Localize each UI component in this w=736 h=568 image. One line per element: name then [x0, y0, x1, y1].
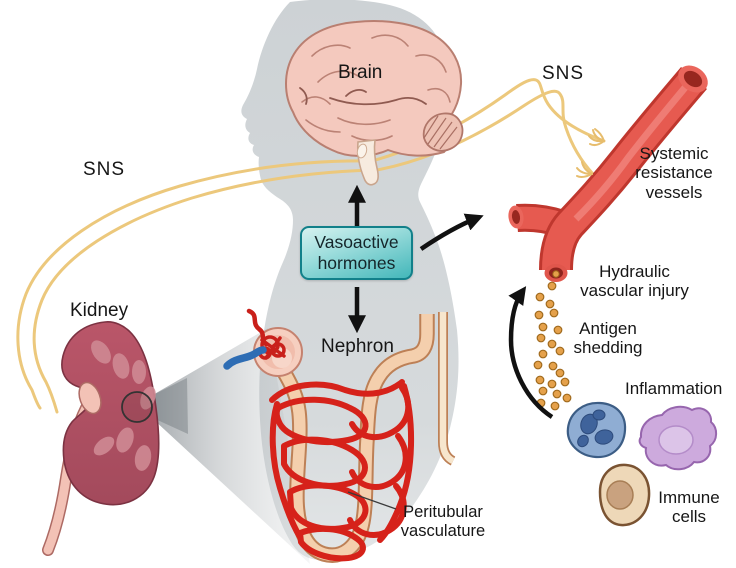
neutrophil-blue-cell	[566, 401, 627, 459]
inflammation-label: Inflammation	[625, 379, 723, 398]
peritubular-capillaries	[269, 379, 415, 562]
systemic-vessel-illustration	[508, 65, 708, 282]
flow-arrows	[348, 184, 554, 419]
brain-gyri	[301, 34, 451, 142]
sns-left-label: SNS	[83, 159, 126, 180]
immune-cells-label: Immune cells	[658, 488, 720, 527]
arrow-curved-to-vessel	[419, 213, 484, 251]
magnifier-wedge	[151, 328, 310, 564]
arrow-curved-up-injury	[508, 286, 554, 419]
afferent-arteriole	[246, 308, 269, 347]
nephron-label: Nephron	[321, 336, 394, 357]
antigen-shedding-label: Antigen shedding	[573, 319, 643, 358]
nephron-illustration	[223, 308, 456, 563]
brainstem	[356, 139, 380, 186]
hydraulic-vascular-injury-label: Hydraulic vascular injury	[580, 262, 689, 301]
renal-pelvis	[78, 381, 102, 415]
antigen-particles	[533, 281, 572, 411]
sns-right-label: SNS	[542, 63, 585, 84]
peritubular-leader-line	[347, 491, 397, 510]
lymphocyte-purple-cell	[638, 405, 718, 471]
brain-illustration	[285, 20, 464, 186]
monocyte-tan-cell	[598, 463, 651, 527]
vessel-open-end-bottom	[544, 264, 568, 282]
vessel-open-end-left	[508, 205, 524, 229]
cerebellum	[422, 112, 464, 152]
collecting-duct-fill	[439, 312, 455, 464]
nerve-ending-1	[588, 128, 605, 146]
peritubular-vasculature-label: Peritubular vasculature	[400, 503, 486, 540]
vasoactive-hormones-label: Vasoactive hormones	[314, 232, 399, 273]
immune-cells-illustration	[566, 401, 718, 527]
vasoactive-hormones-box: Vasoactive hormones	[300, 226, 413, 280]
kidney-illustration	[42, 321, 160, 556]
magnifier-circle	[121, 391, 153, 423]
kidney-label: Kidney	[70, 300, 129, 321]
efferent-arteriole-blue	[223, 346, 267, 370]
systemic-resistance-vessels-label: Systemic resistance vessels	[635, 144, 713, 202]
sns-fiber-left-inner	[32, 168, 375, 414]
sns-fiber-left-outer	[16, 159, 374, 410]
nerve-ending-2	[576, 161, 593, 179]
vessel-open-end-top	[678, 65, 708, 93]
brain-fissures	[299, 87, 427, 106]
brain-label: Brain	[338, 62, 383, 83]
glomerulus	[223, 308, 303, 377]
